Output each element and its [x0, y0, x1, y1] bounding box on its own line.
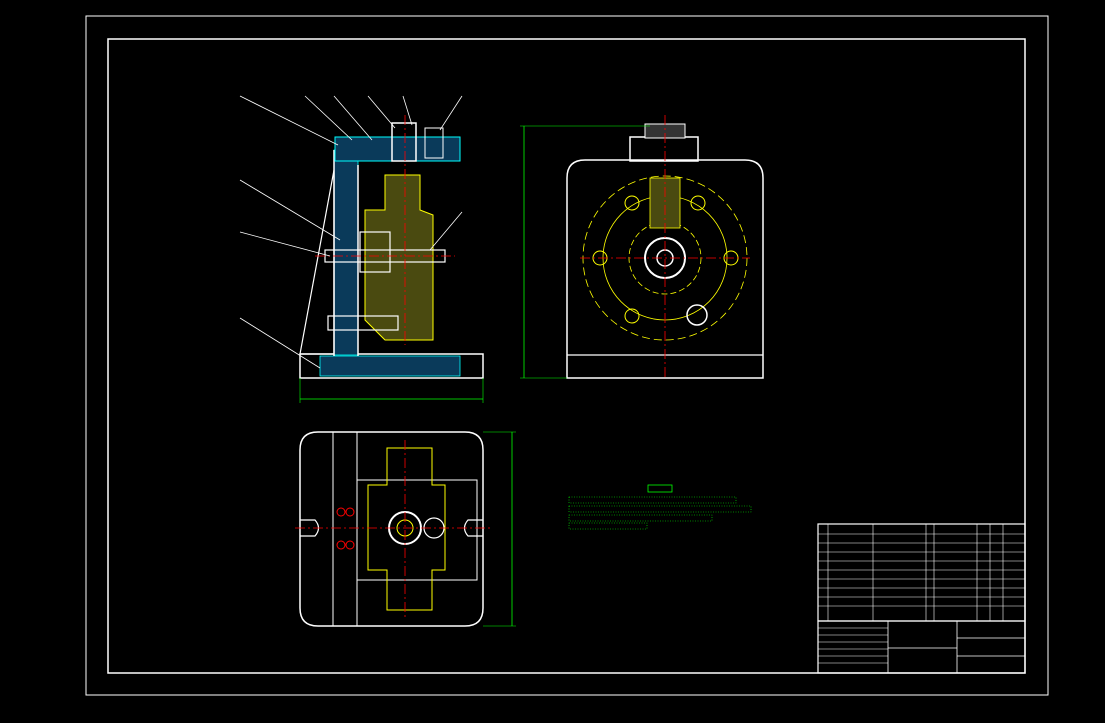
notes-line — [568, 514, 713, 522]
top-plate — [334, 136, 461, 162]
diamond-pin — [686, 304, 708, 326]
bolt-hole — [624, 308, 640, 324]
clamp-screw-top — [424, 127, 444, 159]
base-plate — [299, 353, 484, 379]
front-section-view — [239, 95, 484, 403]
column-hatch — [333, 149, 359, 356]
title-block-frame — [817, 620, 1026, 674]
leader-line — [402, 95, 413, 126]
side-top-block — [629, 136, 699, 162]
leader-line — [304, 95, 353, 141]
notes-heading-box — [647, 484, 673, 493]
parts-list-columns — [827, 524, 1004, 621]
leader-line — [333, 95, 373, 141]
slot-section — [649, 177, 681, 229]
screw-head — [336, 507, 346, 517]
side-body-outline — [566, 159, 764, 379]
mandrel — [359, 231, 391, 273]
screw-head — [345, 540, 355, 550]
notes-line — [568, 505, 752, 513]
signature-rows — [818, 627, 888, 664]
side-view — [520, 115, 764, 379]
leader-line — [239, 179, 341, 241]
leader-line — [239, 95, 339, 146]
top-column — [332, 431, 358, 627]
top-outline — [299, 431, 484, 627]
screw-head — [345, 507, 355, 517]
technical-notes — [568, 484, 752, 530]
drill-bushing — [391, 122, 417, 162]
parts-list-rows — [818, 533, 1025, 607]
bolt-hole — [690, 195, 706, 211]
leader-line — [439, 95, 463, 131]
notes-line — [568, 522, 648, 530]
base-hatch — [319, 355, 461, 377]
title-block — [817, 523, 1026, 674]
top-workpiece — [367, 447, 446, 611]
leader-line — [239, 231, 331, 257]
workpiece-section — [364, 174, 434, 341]
outer-frame — [85, 15, 1049, 696]
bolt-hole — [624, 195, 640, 211]
lower-bolt — [327, 315, 399, 331]
leader-line — [367, 95, 396, 129]
screw-head — [336, 540, 346, 550]
leader-line — [239, 317, 321, 369]
inner-border — [107, 38, 1026, 674]
top-view — [295, 431, 516, 627]
leader-line — [429, 211, 463, 251]
top-plate-outline — [356, 479, 478, 581]
parts-list-frame — [817, 523, 1026, 622]
notes-line — [568, 496, 737, 504]
